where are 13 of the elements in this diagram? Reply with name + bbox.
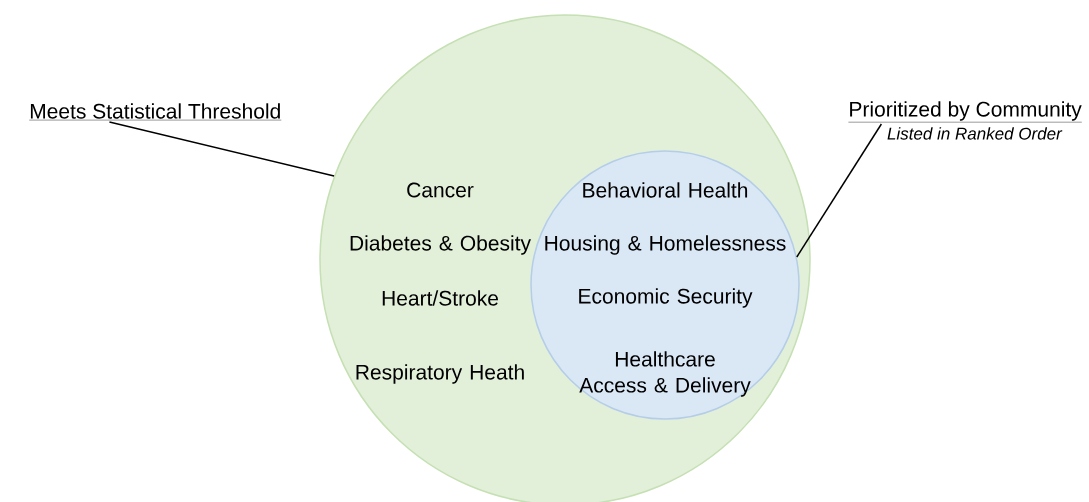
item-label: Cancer: [407, 182, 474, 198]
item-label: Healthcare Access & Delivery: [579, 351, 751, 397]
item-label: Respiratory Heath: [356, 364, 524, 384]
heading: Prioritized by Community: [848, 101, 1082, 123]
item-label: Economic Security: [579, 288, 753, 308]
item-label: Diabetes & Obesity: [350, 235, 531, 255]
leader-line: [108, 121, 335, 177]
item-label: Housing & Homelessness: [545, 235, 786, 255]
heading: Meets Statistical Threshold: [29, 103, 282, 121]
note: Listed in Ranked Order: [887, 127, 1063, 140]
item-label: Heart/Stroke: [382, 290, 498, 306]
item-label: Behavioral Health: [583, 182, 748, 198]
leader-line: [796, 123, 883, 258]
